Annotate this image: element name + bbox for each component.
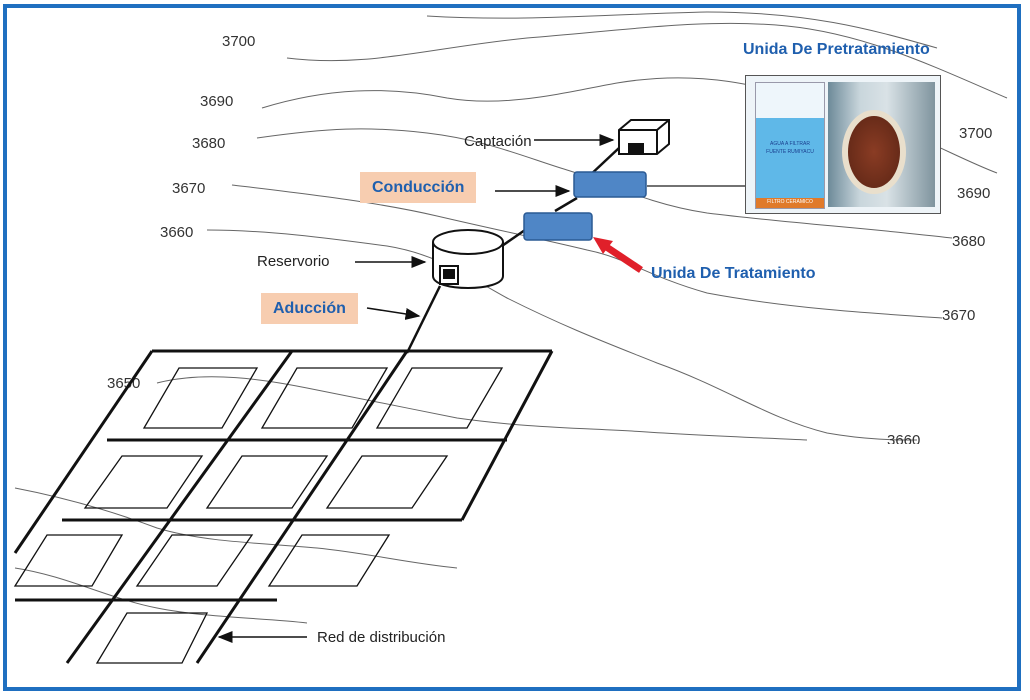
- contour-line-3670: [231, 184, 943, 319]
- diagram-frame: 3700 3690 3680 3670 3660 3650 3700 3690 …: [3, 4, 1021, 691]
- red-distribucion-label: Red de distribución: [317, 629, 445, 646]
- distribution-grid: [13, 349, 554, 664]
- photo-text-3: FILTRO CERAMICO: [767, 199, 813, 205]
- cutout-area: [487, 444, 1017, 687]
- contour-label-3680-left: 3680: [192, 135, 225, 152]
- contour-label-3660-left: 3660: [160, 224, 193, 241]
- contour-line-low: [14, 567, 308, 624]
- arrow-aduccion: [366, 307, 421, 320]
- pipe-pretreat-treat: [554, 196, 578, 213]
- aduccion-label: Aducción: [261, 293, 358, 324]
- contour-line-3680: [256, 128, 953, 239]
- ceramic-filter-photo: [828, 82, 935, 207]
- treatment-unit: [523, 212, 593, 241]
- contour-line-3700: [286, 22, 1008, 99]
- grid-col-2: [65, 350, 294, 664]
- grid-col-4: [460, 350, 554, 521]
- parcels: [13, 367, 504, 664]
- filter-container-photo: AGUA A FILTRAR FUENTE RUMIYACU FILTRO CE…: [755, 82, 825, 209]
- pretreatment-unit: [573, 171, 647, 198]
- conduccion-label: Conducción: [360, 172, 477, 203]
- contour-line-3700b: [426, 11, 938, 49]
- contour-label-3700-right: 3700: [959, 125, 992, 142]
- contour-label-3690-left: 3690: [200, 93, 233, 110]
- treatment-red-arrow: [593, 237, 643, 273]
- contour-label-3670-left: 3670: [172, 180, 205, 197]
- contour-line-mid: [14, 487, 458, 569]
- reservorio-label: Reservorio: [257, 253, 330, 270]
- pipe-aduccion: [405, 285, 442, 354]
- reservorio-tank: [432, 229, 504, 289]
- contour-label-3700-left: 3700: [222, 33, 255, 50]
- contour-line-3650: [156, 376, 808, 441]
- label-arrows: [217, 134, 615, 643]
- ceramic-disc: [842, 110, 906, 194]
- contour-line-3660: [206, 229, 918, 441]
- tratamiento-title: Unida De Tratamiento: [651, 265, 816, 282]
- pretreatment-photos: AGUA A FILTRAR FUENTE RUMIYACU FILTRO CE…: [745, 75, 941, 214]
- contour-label-3670-right: 3670: [942, 307, 975, 324]
- captacion-structure: [618, 119, 670, 155]
- contour-label-3680-right: 3680: [952, 233, 985, 250]
- photo-text-1: AGUA A FILTRAR: [770, 141, 810, 147]
- pretratamiento-title: Unida De Pretratamiento: [743, 41, 930, 58]
- grid-col-1: [13, 350, 154, 554]
- grid-col-3: [195, 350, 409, 664]
- contour-label-3690-right: 3690: [957, 185, 990, 202]
- captacion-label: Captación: [464, 133, 532, 150]
- photo-text-2: FUENTE RUMIYACU: [766, 149, 814, 155]
- contour-lines: [14, 11, 1008, 624]
- water-system-diagram: 3700 3690 3680 3670 3660 3650 3700 3690 …: [13, 11, 1017, 687]
